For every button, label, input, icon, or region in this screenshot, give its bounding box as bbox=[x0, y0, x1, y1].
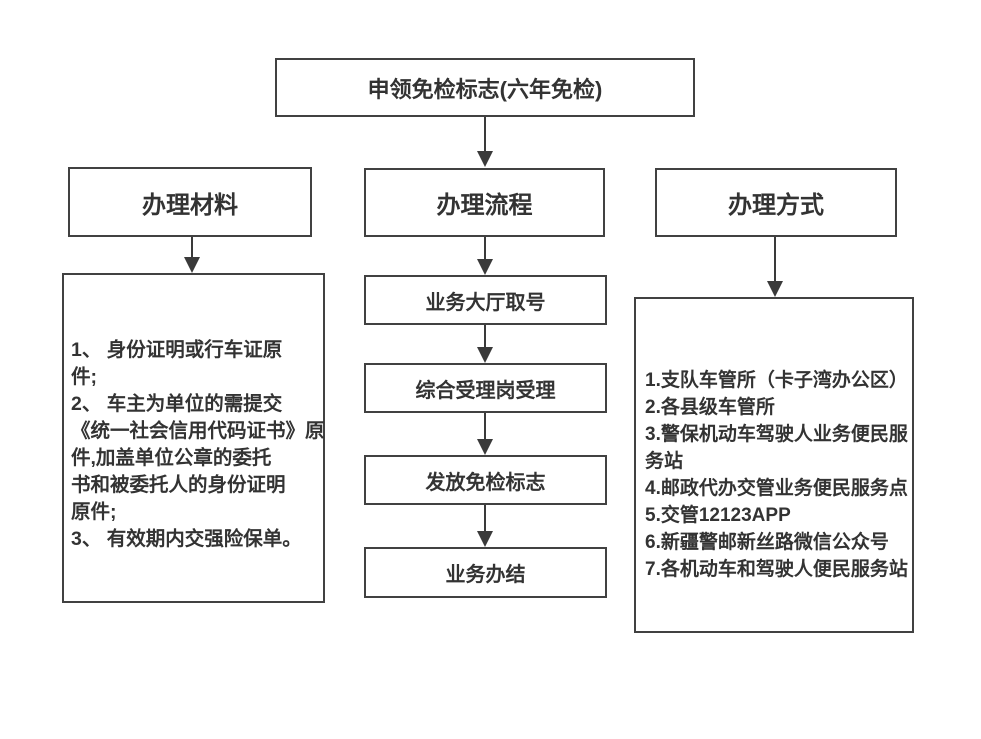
arrow-method-to-list-icon bbox=[767, 237, 783, 297]
step-label: 业务大厅取号 bbox=[425, 291, 546, 314]
step-label: 综合受理岗受理 bbox=[415, 379, 556, 402]
arrow-shaft bbox=[774, 237, 776, 281]
header-materials: 办理材料 bbox=[68, 167, 312, 237]
arrow-step2-to-step3-icon bbox=[477, 413, 493, 455]
materials-list-text: 1、 身份证明或行车证原 件; 2、 车主为单位的需提交 《统一社会信用代码证书… bbox=[71, 339, 325, 550]
arrow-head-icon bbox=[767, 281, 783, 297]
header-process-label: 办理流程 bbox=[436, 192, 533, 219]
arrow-shaft bbox=[191, 237, 193, 257]
arrow-head-icon bbox=[477, 151, 493, 167]
process-step-take-number: 业务大厅取号 bbox=[364, 275, 607, 325]
arrow-shaft bbox=[484, 237, 486, 259]
header-method: 办理方式 bbox=[655, 168, 897, 237]
arrow-shaft bbox=[484, 505, 486, 531]
materials-list-box: 1、 身份证明或行车证原 件; 2、 车主为单位的需提交 《统一社会信用代码证书… bbox=[62, 273, 325, 603]
arrow-step1-to-step2-icon bbox=[477, 325, 493, 363]
header-process: 办理流程 bbox=[364, 168, 605, 237]
arrow-step3-to-step4-icon bbox=[477, 505, 493, 547]
arrow-head-icon bbox=[477, 531, 493, 547]
arrow-shaft bbox=[484, 413, 486, 439]
arrow-shaft bbox=[484, 325, 486, 347]
arrow-head-icon bbox=[477, 439, 493, 455]
process-step-issue-mark: 发放免检标志 bbox=[364, 455, 607, 505]
step-label: 业务办结 bbox=[445, 564, 526, 586]
arrow-shaft bbox=[484, 117, 486, 151]
process-step-complete: 业务办结 bbox=[364, 547, 607, 598]
header-method-label: 办理方式 bbox=[728, 192, 824, 219]
step-label: 发放免检标志 bbox=[425, 471, 546, 494]
arrow-head-icon bbox=[477, 347, 493, 363]
methods-list-box: 1.支队车管所（卡子湾办公区） 2.各县级车管所 3.警保机动车驾驶人业务便民服… bbox=[634, 297, 914, 633]
title-box: 申领免检标志(六年免检) bbox=[275, 58, 695, 117]
process-step-acceptance: 综合受理岗受理 bbox=[364, 363, 607, 413]
arrow-title-to-process-icon bbox=[477, 117, 493, 167]
arrow-head-icon bbox=[184, 257, 200, 273]
arrow-head-icon bbox=[477, 259, 493, 275]
header-materials-label: 办理材料 bbox=[142, 191, 238, 219]
methods-list-text: 1.支队车管所（卡子湾办公区） 2.各县级车管所 3.警保机动车驾驶人业务便民服… bbox=[645, 370, 908, 580]
title-text: 申领免检标志(六年免检) bbox=[367, 76, 603, 102]
arrow-materials-to-list-icon bbox=[184, 237, 200, 273]
arrow-process-to-step1-icon bbox=[477, 237, 493, 275]
